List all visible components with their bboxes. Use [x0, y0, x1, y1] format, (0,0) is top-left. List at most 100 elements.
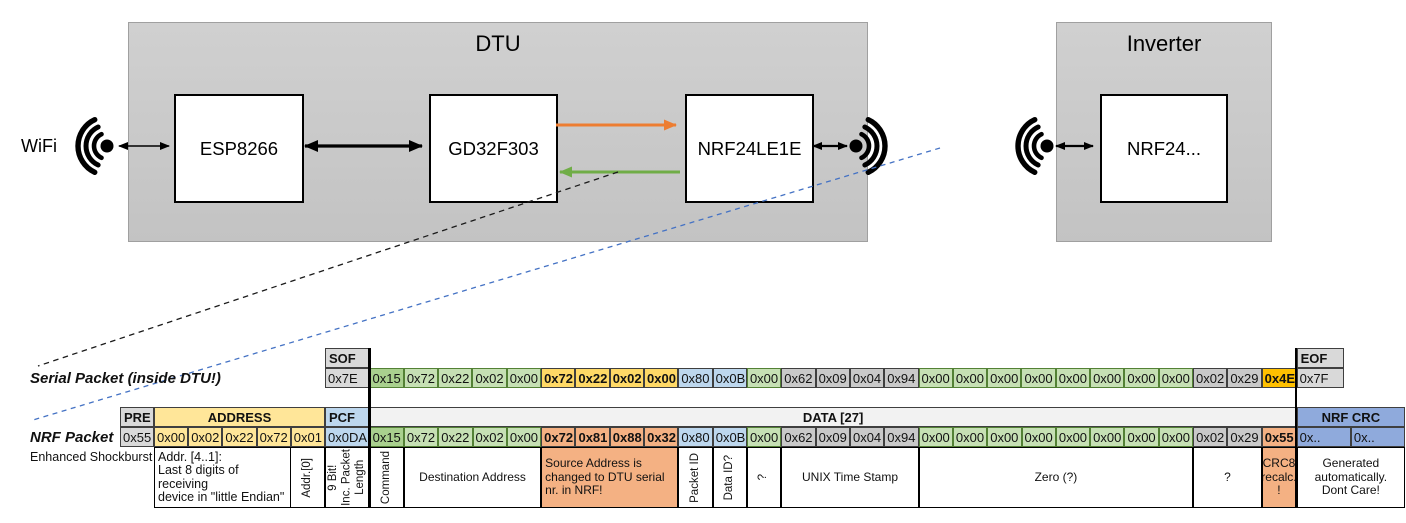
nrf-byte-cell: 0x32: [644, 427, 679, 447]
nrf-byte-cell-text: 0x15: [372, 430, 401, 445]
nrf-crc-byte-cell-text: 0x..: [1299, 430, 1321, 445]
serial-byte-cell: 0x09: [815, 368, 850, 388]
serial-byte-cell-text: 0x00: [1161, 371, 1190, 386]
data-header-cell: DATA [27]: [369, 407, 1297, 427]
component-esp8266-label: ESP8266: [199, 137, 279, 159]
enhanced-shockburst-label: Enhanced Shockburst: [30, 450, 153, 464]
nrf-byte-cell: 0x94: [884, 427, 919, 447]
nrf-address-byte-cell-text: 0x22: [225, 430, 254, 445]
nrf-address-byte-cell: 0x22: [222, 427, 257, 447]
pcf-header-cell: PCF: [325, 407, 370, 427]
nrf-address-byte-cell-text: 0x02: [191, 430, 220, 445]
nrf-byte-cell-text: 0x00: [509, 430, 539, 445]
serial-byte-cell-text: 0x80: [681, 371, 710, 386]
annotation-address-main: Addr. [4..1]: Last 8 digits of receiving…: [154, 447, 292, 508]
nrf-byte-cell: 0x00: [952, 427, 988, 447]
component-gd32f303-label: GD32F303: [448, 137, 539, 159]
nrf-data-annotation: Source Address is changed to DTU serial …: [541, 447, 679, 508]
data-start-separator: [368, 348, 371, 508]
nrf-byte-cell: 0x22: [438, 427, 473, 447]
serial-byte-cell-text: 0x0B: [715, 371, 746, 386]
serial-byte-cell-text: 0x4E: [1264, 371, 1295, 386]
nrf-address-byte-cell: 0x72: [256, 427, 291, 447]
nrf-data-annotation: UNIX Time Stamp: [781, 447, 919, 508]
nrf-byte-cell-text: 0x00: [750, 430, 779, 445]
serial-byte-cell-text: 0x04: [852, 371, 882, 386]
nrf-byte-cell: 0x00: [1158, 427, 1194, 447]
annotation-address0-text: Addr.[0]: [300, 457, 313, 498]
serial-byte-cell-text: 0x00: [1024, 371, 1053, 386]
nrf-byte-cell: 0x62: [781, 427, 816, 447]
serial-byte-cell-text: 0x02: [612, 371, 642, 386]
nrf-byte-cell: 0x02: [1193, 427, 1228, 447]
serial-byte-cell-text: 0x72: [544, 371, 573, 386]
component-nrf24: NRF24...: [1100, 94, 1228, 203]
nrf-byte-cell-text: 0x62: [784, 430, 813, 445]
serial-byte-cell-text: 0x00: [1127, 371, 1156, 386]
nrf-address-byte-cell: 0x01: [290, 427, 325, 447]
nrf-byte-cell-text: 0x0B: [715, 430, 746, 445]
nrf-byte-cell-text: 0x22: [441, 430, 470, 445]
serial-byte-cell: 0x02: [1193, 368, 1228, 388]
annotation-crc: Generated automatically. Dont Care!: [1296, 447, 1406, 508]
serial-byte-cell: 0x00: [746, 368, 782, 388]
nrf-byte-cell-text: 0x09: [818, 430, 847, 445]
serial-byte-cell: 0x02: [609, 368, 644, 388]
component-esp8266: ESP8266: [174, 94, 304, 203]
nrf-byte-cell-text: 0x55: [1264, 430, 1294, 445]
nrf-byte-cell-text: 0x80: [681, 430, 710, 445]
pre-header-text: PRE: [124, 410, 151, 425]
serial-byte-cell: 0x00: [1090, 368, 1125, 388]
nrf-data-annotation-text: ?: [757, 474, 770, 481]
nrf-byte-cell: 0x88: [609, 427, 645, 447]
serial-byte-cell-text: 0x00: [647, 371, 676, 386]
serial-byte-cell-text: 0x29: [1230, 371, 1259, 386]
serial-byte-cell-text: 0x72: [406, 371, 436, 386]
data-end-separator: [1295, 348, 1298, 508]
sof-header-cell: SOF: [325, 348, 370, 368]
nrf-byte-cell: 0x02: [472, 427, 507, 447]
eof-header-cell: EOF: [1296, 348, 1344, 368]
nrf-data-annotation: Data ID?: [712, 447, 748, 508]
nrf-byte-cell: 0x0B: [712, 427, 748, 447]
serial-byte-cell: 0x00: [1021, 368, 1056, 388]
nrf-crc-byte-cell: 0x..: [1350, 427, 1406, 447]
nrf-packet-table: PRE ADDRESS PCF DATA [27] NRF CRC 0x55 0…: [120, 407, 1406, 508]
component-nrf24-label: NRF24...: [1126, 137, 1202, 159]
nrf-address-byte-cell-text: 0x01: [293, 430, 322, 445]
component-nrf24le1e: NRF24LE1E: [685, 94, 814, 203]
serial-byte-cell-text: 0x02: [475, 371, 504, 386]
serial-byte-cell: 0x72: [403, 368, 439, 388]
sof-header-text: SOF: [329, 351, 356, 366]
wifi-icon-dtu-left: [75, 117, 114, 175]
serial-byte-cell: 0x00: [918, 368, 953, 388]
nrf-data-annotation: CRC8 recalc. !: [1261, 447, 1297, 508]
wifi-label: WiFi: [21, 136, 57, 156]
serial-byte-cell-text: 0x02: [1196, 371, 1225, 386]
serial-byte-cell: 0x4E: [1261, 368, 1296, 388]
pre-value-text: 0x55: [123, 430, 152, 445]
nrf-data-annotation: Zero (?): [918, 447, 1194, 508]
serial-byte-cell-text: 0x00: [990, 371, 1019, 386]
nrf-crc-byte-cell: 0x..: [1296, 427, 1351, 447]
nrf-byte-cell: 0x00: [506, 427, 542, 447]
inverter-title: Inverter: [1126, 31, 1202, 56]
nrf-byte-cell-text: 0x00: [1093, 430, 1122, 445]
nrf-crc-header-cell: NRF CRC: [1296, 407, 1406, 427]
nrf-byte-cell-text: 0x02: [475, 430, 504, 445]
nrf-crc-byte-cell-text: 0x..: [1353, 430, 1375, 445]
nrf-data-annotation-text: Destination Address: [419, 469, 526, 484]
nrf-byte-cell-text: 0x04: [852, 430, 882, 445]
nrf-byte-cell: 0x81: [575, 427, 610, 447]
serial-byte-cell: 0x72: [541, 368, 576, 388]
nrf-byte-cell: 0x04: [849, 427, 885, 447]
nrf-data-annotation-text: ?: [1224, 469, 1231, 484]
nrf-address-byte-cell-text: 0x00: [157, 430, 186, 445]
nrf-byte-cell-text: 0x00: [990, 430, 1019, 445]
nrf-byte-cell: 0x29: [1227, 427, 1262, 447]
pre-value-cell: 0x55: [120, 427, 154, 447]
nrf-crc-row: 0x.. 0x..: [1296, 427, 1406, 447]
